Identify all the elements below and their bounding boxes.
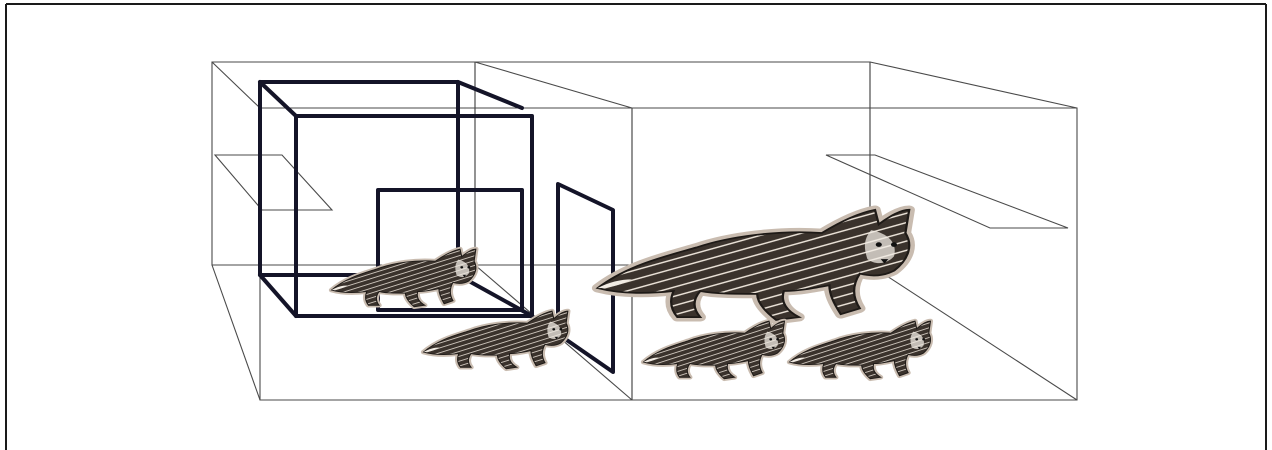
fox-juvenile-1 [332,249,476,307]
door-panel [556,182,615,374]
left-shelf [213,154,334,211]
fox-juvenile-3 [643,321,784,379]
fox-juvenile-2 [424,311,568,369]
left-room-outline [211,61,633,401]
right-shelf [825,154,1069,229]
fox-adult [598,210,910,320]
fox-juvenile-4 [789,321,930,379]
figure-frame [5,3,1267,450]
